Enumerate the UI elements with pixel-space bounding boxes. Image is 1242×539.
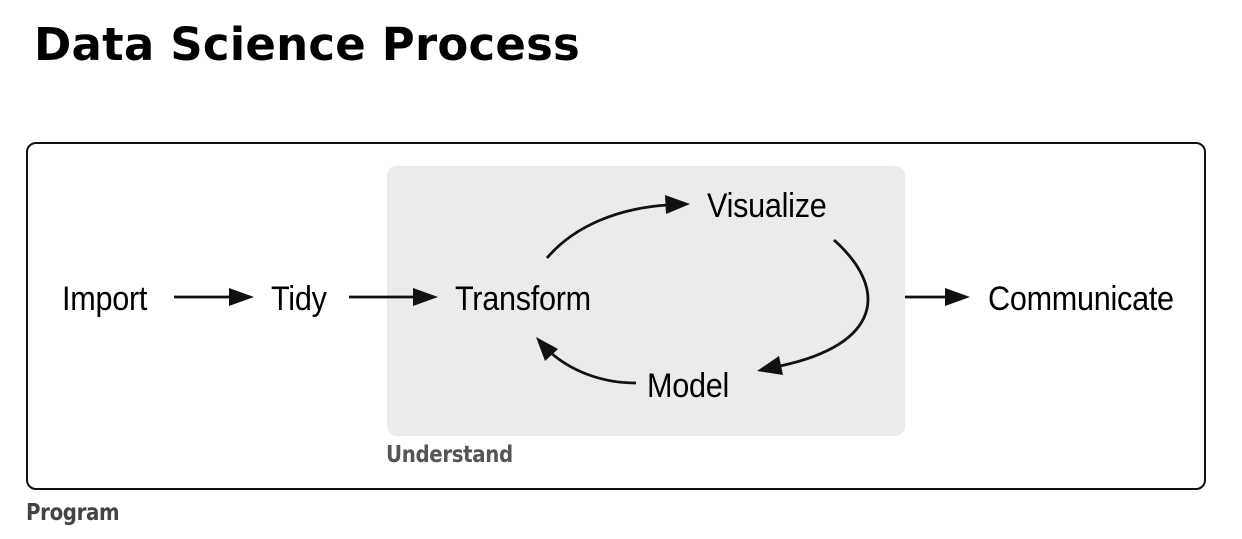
arrow-model-to-transform [549, 350, 637, 385]
arrow-transform-to-visualize [545, 203, 669, 259]
arrowhead-visualize-to-model [757, 356, 783, 375]
node-tidy: Tidy [271, 280, 327, 318]
understand-container [387, 166, 905, 436]
node-model: Model [647, 367, 729, 405]
arrowhead-transform-to-visualize [665, 195, 690, 214]
arrow-visualize-to-model [779, 238, 870, 368]
node-transform: Transform [455, 280, 591, 318]
arrowhead-tidy-to-transform [413, 288, 438, 306]
group-label-program: Program [26, 500, 120, 526]
node-import: Import [62, 280, 148, 318]
node-communicate: Communicate [988, 280, 1174, 318]
arrowhead-understand-to-communicate [945, 288, 970, 306]
program-container [26, 142, 1206, 490]
arrowhead-import-to-tidy [229, 288, 254, 306]
group-label-understand: Understand [386, 442, 513, 468]
page-title: Data Science Process [34, 18, 581, 71]
node-visualize: Visualize [707, 187, 827, 225]
arrowhead-model-to-transform [536, 337, 558, 361]
